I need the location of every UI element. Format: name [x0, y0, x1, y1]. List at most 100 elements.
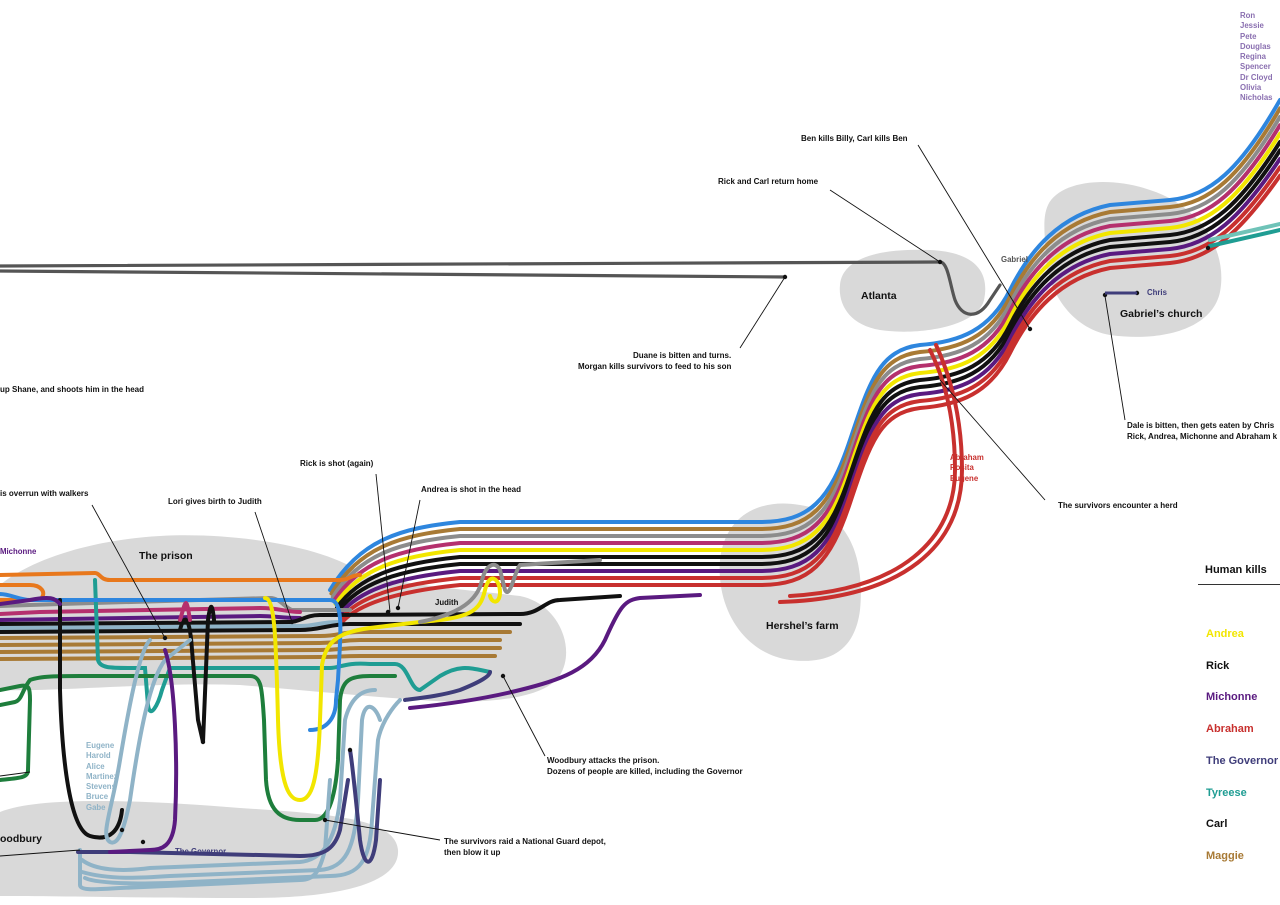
- character-name: Dr Cloyd: [1240, 72, 1273, 82]
- character-name: Eugene: [86, 741, 115, 750]
- character-name: Olivia: [1240, 83, 1262, 93]
- storyline-governor: [348, 748, 382, 864]
- legend-item: Carl: [1206, 818, 1228, 831]
- legend-title: Human kills: [1205, 564, 1267, 576]
- storyline-michonne: [408, 593, 702, 710]
- annotation-rick-carl-home: Rick and Carl return home: [718, 177, 819, 186]
- legend-item: The Governor: [1206, 754, 1279, 767]
- character-name: Jessie: [1240, 21, 1264, 31]
- annotation-ben-kills: Ben kills Billy, Carl kills Ben: [801, 134, 908, 143]
- character-name: Regina: [1240, 52, 1266, 62]
- character-group-woodbury: Eugene Harold Alice Martinez Stevens Bru…: [86, 741, 118, 813]
- storyline-abraham: [778, 343, 965, 604]
- storyline-michonne: [337, 156, 1280, 617]
- storyline-lightblue: [78, 778, 332, 892]
- storyline-bundle: [328, 98, 1280, 624]
- character-name: Rosita: [950, 463, 974, 473]
- event-dot: [347, 747, 353, 753]
- annotation-duane: Duane is bitten and turns.: [633, 351, 731, 362]
- storyline-michonne: [0, 613, 302, 622]
- annotation-duane-line-1: Duane is bitten and turns.: [633, 351, 732, 360]
- morgan-line: [0, 260, 1002, 316]
- storyline-lightblue: [83, 698, 402, 886]
- storyline-magenta: [178, 601, 192, 622]
- annotation-woodbury-attack-1: Woodbury attacks the prison.: [547, 756, 660, 765]
- character-group-alexandria: Ron Jessie Pete Douglas Regina Spencer D…: [1240, 11, 1273, 104]
- character-name: Ron: [1240, 11, 1256, 20]
- annotation-woodbury-attack-2: Dozens of people are killed, including t…: [547, 767, 743, 776]
- character-name: Abraham: [950, 453, 984, 462]
- storyline-lightblue: [0, 620, 342, 630]
- storyline-black-loop: [58, 598, 124, 840]
- legend-item: Maggie: [1206, 849, 1244, 862]
- character-chris: Chris: [1147, 288, 1167, 297]
- storyline-blue: [0, 592, 343, 732]
- location-woodbury: oodbury: [0, 833, 42, 845]
- event-dot: [140, 839, 146, 845]
- storyline-magenta: [0, 605, 302, 616]
- annotation-dale-1: Dale is bitten, then gets eaten by Chris: [1127, 421, 1275, 430]
- event-dot: [1205, 245, 1211, 251]
- storyline-governor: [403, 670, 492, 702]
- storyline-carl: [0, 622, 522, 634]
- character-name: Nicholas: [1240, 93, 1273, 103]
- character-the-governor: The Governor: [175, 847, 227, 856]
- character-group-abraham: Abraham Rosita Eugene: [950, 453, 984, 484]
- event-dot: [385, 609, 391, 615]
- annotation-andrea-shot: Andrea is shot in the head: [421, 485, 522, 494]
- character-michonne: Michonne: [0, 547, 37, 556]
- storyline-andrea: [333, 131, 1280, 606]
- event-dot: [200, 739, 206, 745]
- annotation-depot-1: The survivors raid a National Guard depo…: [444, 837, 606, 846]
- storyline-rick: [335, 140, 1280, 610]
- character-name: Alice: [86, 761, 105, 771]
- storyline-lightblue: [80, 704, 382, 880]
- storyline-green: [0, 683, 33, 782]
- character-name: Martinez: [86, 771, 118, 781]
- woodbury-lines: [0, 593, 702, 892]
- storyline-gray: [418, 558, 602, 624]
- storyline-tyreese: [1208, 222, 1280, 242]
- character-name: Pete: [1240, 31, 1257, 41]
- location-hershels-farm: Hershel’s farm: [766, 620, 839, 632]
- storyline-michonne: [0, 595, 62, 606]
- annotation-lori: Lori gives birth to Judith: [168, 497, 262, 506]
- storyline-orange: [0, 570, 362, 582]
- annotation-shane: up Shane, and shoots him in the head: [0, 385, 145, 394]
- storyline-green: [0, 674, 397, 822]
- location-gabriels-church: Gabriel’s church: [1120, 308, 1203, 320]
- character-name: Bruce: [86, 792, 109, 802]
- storyline-black-spike: [178, 604, 216, 743]
- storyline-andrea: [263, 576, 503, 803]
- annotation-depot-2: then blow it up: [444, 848, 501, 857]
- legend-item: Rick: [1206, 659, 1230, 672]
- legend-item: Andrea: [1206, 628, 1244, 640]
- annotation-rick-shot: Rick is shot (again): [300, 459, 374, 468]
- storyline-abraham: [339, 165, 1280, 620]
- storyline-abraham: [788, 348, 958, 598]
- character-name: Douglas: [1240, 41, 1271, 51]
- storyline-lightblue: [80, 688, 377, 872]
- character-name: Eugene: [950, 473, 979, 483]
- storyline-magenta: [332, 123, 1280, 603]
- character-name: Spencer: [1240, 62, 1271, 72]
- storyline-rick: [0, 594, 622, 626]
- storyline-gray: [330, 114, 1280, 599]
- prison-lines: [0, 558, 622, 840]
- storyline-abraham: [340, 173, 1280, 624]
- legend-divider: [1198, 584, 1280, 585]
- legend-item: Abraham: [1206, 723, 1254, 736]
- storyline-tyreese: [1208, 228, 1280, 248]
- character-judith: Judith: [435, 598, 459, 607]
- location-the-prison: The prison: [139, 550, 193, 562]
- character-name: Stevens: [86, 782, 116, 792]
- character-gabriel: Gabriel: [1001, 255, 1028, 264]
- legend-item: Tyreese: [1206, 786, 1247, 799]
- storyline-maggie: [329, 106, 1280, 596]
- legend-item: Michonne: [1206, 691, 1258, 704]
- leader-lines: [0, 144, 1126, 857]
- annotation-herd: The survivors encounter a herd: [1058, 501, 1178, 510]
- annotation-overrun: is overrun with walkers: [0, 489, 89, 498]
